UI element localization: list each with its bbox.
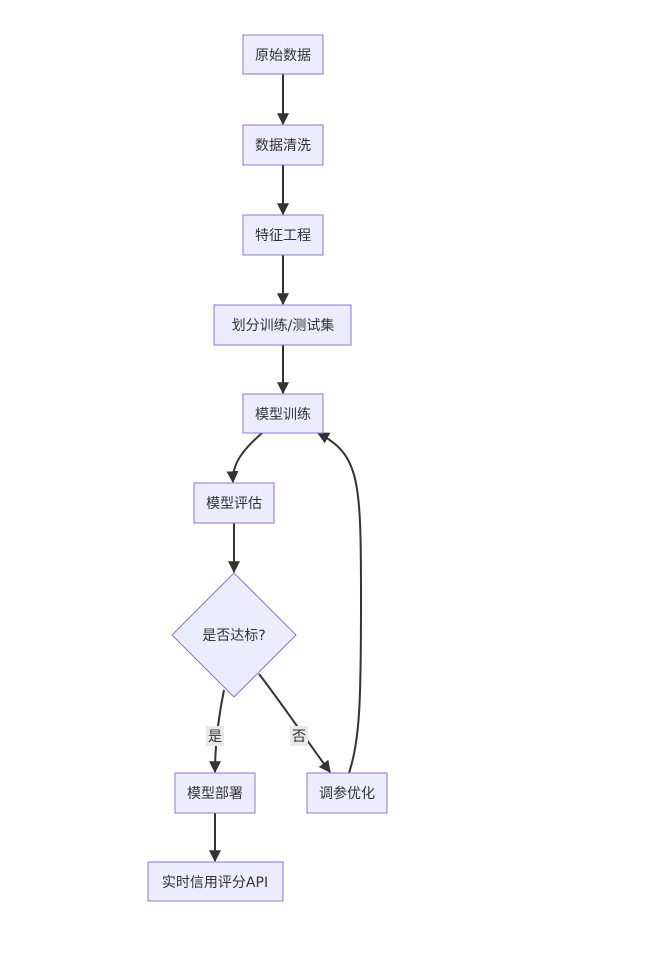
node-split-train-test: 划分训练/测试集 <box>213 304 352 346</box>
svg-text:模型评估: 模型评估 <box>206 496 262 512</box>
node-tuning: 调参优化 <box>306 772 388 814</box>
node-model-evaluation: 模型评估 <box>193 482 275 524</box>
node-realtime-api: 实时信用评分API <box>147 861 284 902</box>
edge-training-to-evaluation <box>226 432 263 484</box>
svg-text:原始数据: 原始数据 <box>255 48 311 64</box>
edge-tuning-to-training <box>316 432 363 774</box>
node-feature-engineering: 特征工程 <box>242 214 324 256</box>
svg-text:实时信用评分API: 实时信用评分API <box>162 875 268 891</box>
svg-text:特征工程: 特征工程 <box>255 228 311 244</box>
svg-text:是: 是 <box>208 729 222 745</box>
node-model-deployment: 模型部署 <box>174 772 256 814</box>
edge-label-no: 否 <box>290 726 308 746</box>
svg-text:模型训练: 模型训练 <box>255 407 311 423</box>
node-model-training: 模型训练 <box>242 393 324 434</box>
svg-text:是否达标?: 是否达标? <box>202 628 265 644</box>
node-raw-data: 原始数据 <box>242 34 324 75</box>
node-data-cleaning: 数据清洗 <box>242 124 324 166</box>
node-meets-standard-decision: 是否达标? <box>171 572 297 698</box>
svg-text:否: 否 <box>292 729 306 745</box>
edge-decision-to-tuning <box>258 673 331 773</box>
edge-label-yes: 是 <box>206 726 224 746</box>
svg-text:调参优化: 调参优化 <box>319 785 375 802</box>
svg-text:数据清洗: 数据清洗 <box>255 138 311 154</box>
svg-text:划分训练/测试集: 划分训练/测试集 <box>232 317 335 334</box>
svg-text:模型部署: 模型部署 <box>187 786 243 802</box>
